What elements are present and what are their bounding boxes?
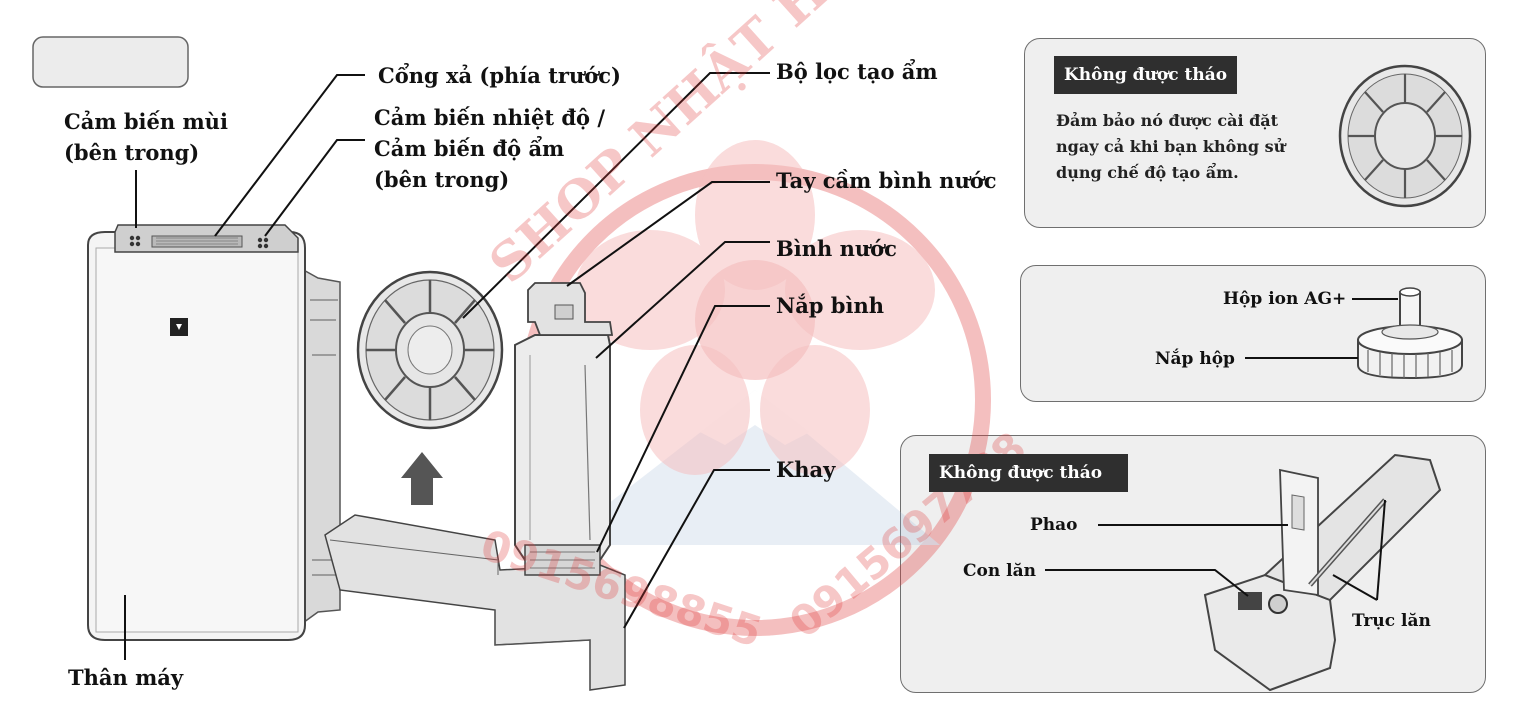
label-tay-cam-binh-nuoc: Tay cầm bình nước <box>776 168 997 193</box>
label-nap-hop: Nắp hộp <box>1155 349 1235 369</box>
panel-filter-note: Đảm bảo nó được cài đặt ngay cả khi bạn … <box>1056 111 1286 182</box>
label-con-lan: Con lăn <box>963 561 1036 581</box>
label-bo-loc-tao-am: Bộ lọc tạo ẩm <box>776 59 938 84</box>
tray <box>324 514 626 691</box>
panel-tray-tag: Không được tháo <box>929 454 1129 492</box>
water-tank <box>514 282 614 576</box>
ion-box-illustration <box>1357 287 1463 380</box>
title-box <box>32 36 189 88</box>
up-arrow-icon <box>401 452 443 505</box>
panel-filter-tag: Không được tháo <box>1054 56 1238 94</box>
label-cong-xa: Cổng xả (phía trước) <box>378 63 621 88</box>
label-khay: Khay <box>776 457 836 482</box>
filter-thumbnail <box>1338 64 1472 208</box>
leader-lines <box>124 72 770 660</box>
tray-detail-illustration <box>1203 453 1442 692</box>
watermark-logo <box>519 140 991 636</box>
label-phao: Phao <box>1030 515 1078 535</box>
label-cam-bien-nhiet-do-am: Cảm biến nhiệt độ / Cảm biến độ ẩm (bên … <box>374 105 606 192</box>
label-binh-nuoc: Bình nước <box>776 236 897 261</box>
humidifier-filter <box>356 270 504 430</box>
label-than-may: Thân máy <box>68 665 184 690</box>
main-unit <box>87 224 341 641</box>
label-cam-bien-mui: Cảm biến mùi (bên trong) <box>64 109 228 165</box>
tray-leader-lines <box>1045 499 1386 601</box>
label-truc-lan: Trục lăn <box>1352 611 1431 631</box>
label-nap-binh: Nắp bình <box>776 293 884 318</box>
label-hop-ion: Hộp ion AG+ <box>1223 289 1347 309</box>
